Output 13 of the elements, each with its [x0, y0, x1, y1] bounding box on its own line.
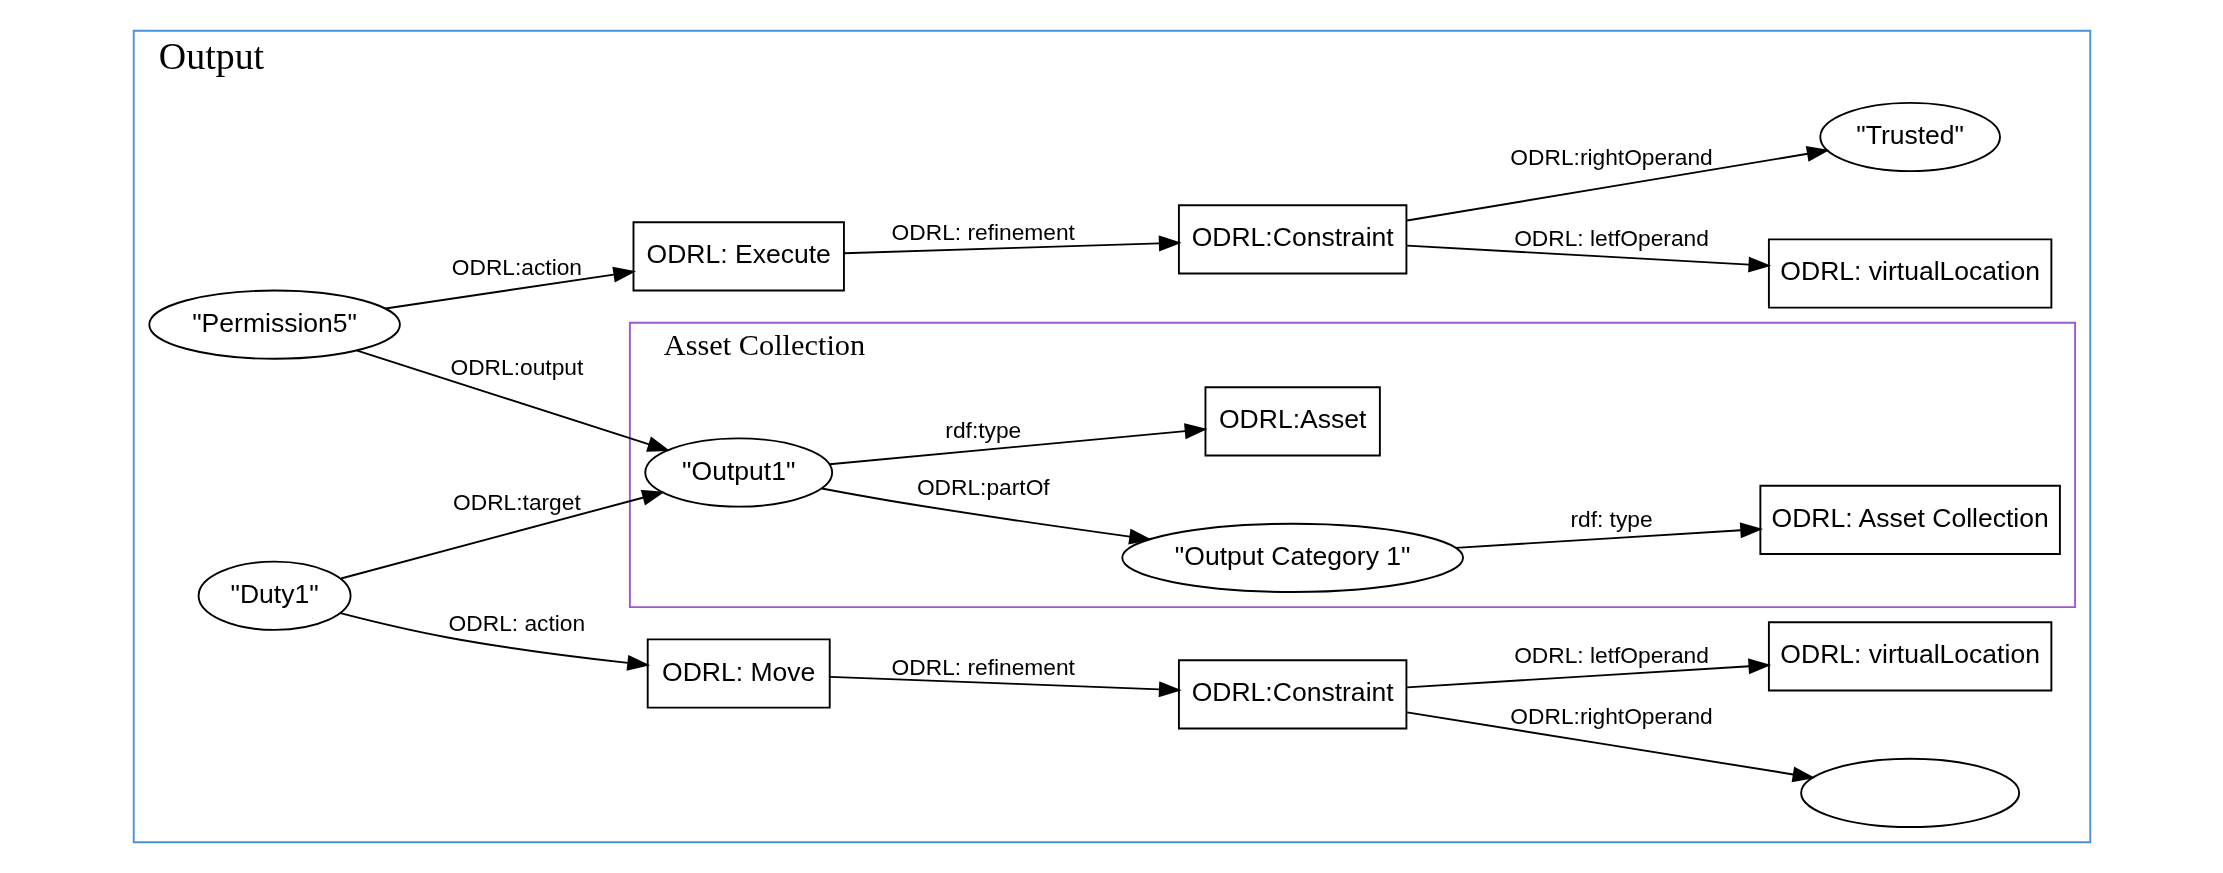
edge-label: ODRL:partOf — [916, 473, 1050, 500]
edge-label: rdf:type — [944, 416, 1021, 443]
edge-label: ODRL: refinement — [891, 219, 1075, 246]
edge-label: ODRL:action — [451, 253, 582, 280]
edge-label: ODRL:output — [450, 354, 583, 381]
edge-label: ODRL:rightOperand — [1509, 702, 1713, 729]
edge-label: ODRL:target — [452, 488, 581, 515]
edge-label: ODRL: letfOperand — [1513, 225, 1709, 252]
edge-label: ODRL: letfOperand — [1513, 642, 1709, 669]
edge-label: rdf: type — [1569, 505, 1653, 532]
edge-label: ODRL: action — [448, 610, 585, 637]
edge-label: ODRL: refinement — [891, 653, 1075, 680]
edge-label: ODRL:rightOperand — [1509, 143, 1713, 170]
